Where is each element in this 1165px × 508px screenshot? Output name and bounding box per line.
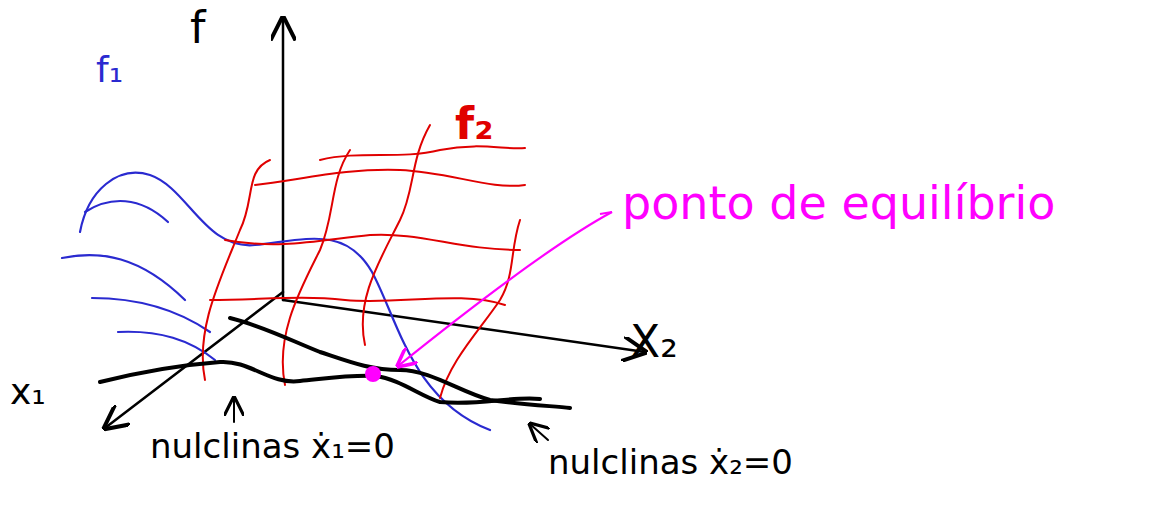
surface-label: f₁ [96, 50, 123, 90]
nullcline-label: nulclinas ẋ₁=0 [150, 428, 395, 465]
axis-label: f [190, 4, 206, 52]
axis-label: x₁ [10, 372, 46, 412]
surface-label: f₂ [455, 100, 493, 148]
axis-label: X₂ [630, 318, 678, 366]
nullcline-label: nulclinas ẋ₂=0 [548, 444, 793, 481]
callout-label: ponto de equilíbrio [622, 178, 1055, 229]
